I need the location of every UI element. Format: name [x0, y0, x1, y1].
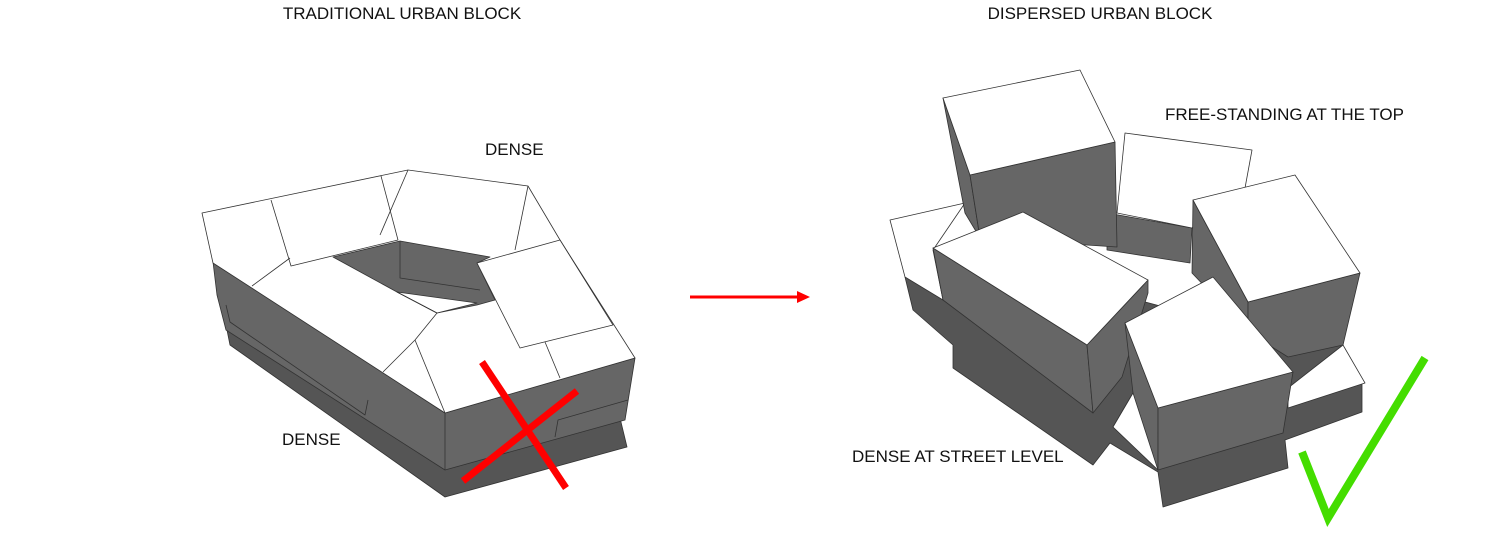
roof-line	[251, 257, 291, 287]
roof-line	[514, 185, 529, 251]
box-c-roof	[932, 211, 1149, 346]
box-a-roof	[942, 69, 1116, 176]
wall-line	[554, 399, 629, 438]
courtyard-line	[399, 241, 481, 291]
label-dense-top: DENSE	[485, 140, 544, 159]
right-arrow-icon	[690, 291, 810, 303]
gap-triangle	[1112, 392, 1159, 471]
wall-line	[225, 304, 369, 416]
roof-line	[379, 169, 409, 236]
green-checkmark-icon	[1298, 355, 1429, 527]
label-dense-street-level: DENSE AT STREET LEVEL	[852, 447, 1064, 466]
title-traditional-urban-block: TRADITIONAL URBAN BLOCK	[282, 4, 522, 23]
raised-roof-panel	[476, 239, 614, 349]
dispersed-block-model	[889, 69, 1366, 508]
roof-line	[414, 339, 446, 414]
traditional-block-model	[201, 169, 636, 498]
roof-line	[270, 175, 399, 267]
roof-line	[382, 291, 438, 373]
box-d-roof	[1124, 276, 1294, 409]
label-dense-bottom: DENSE	[282, 430, 341, 449]
roof-line	[544, 341, 561, 379]
label-free-standing: FREE-STANDING AT THE TOP	[1165, 105, 1404, 124]
red-x-icon	[460, 360, 580, 490]
box-e-roof	[1192, 174, 1361, 303]
title-dispersed-urban-block: DISPERSED URBAN BLOCK	[987, 4, 1213, 23]
